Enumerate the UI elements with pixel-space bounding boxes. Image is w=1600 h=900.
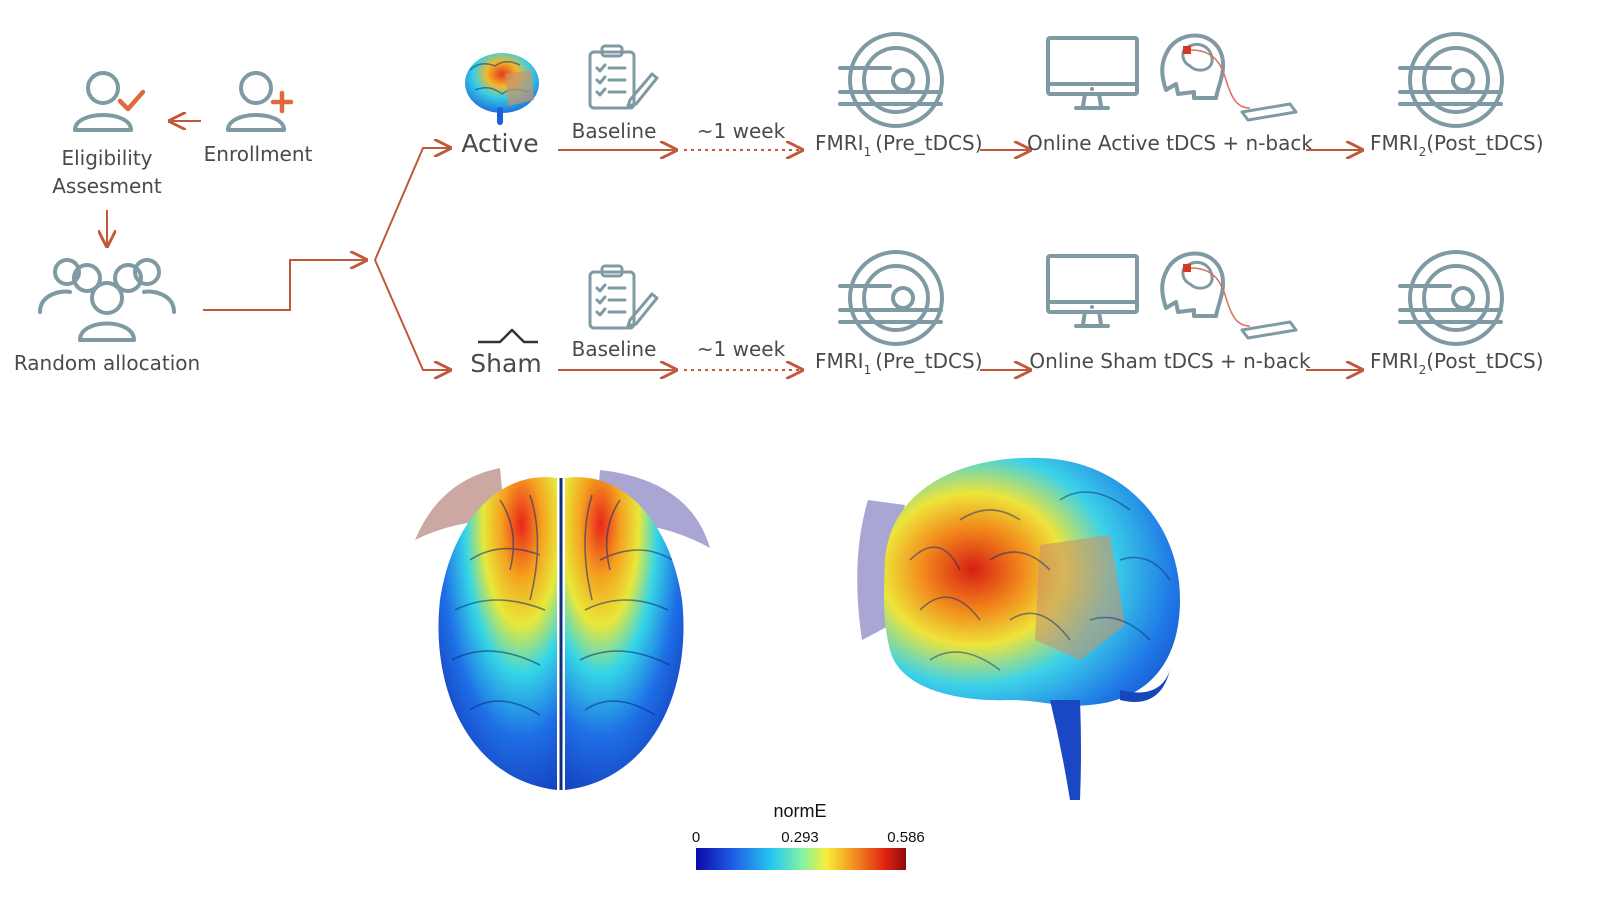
online-active-stim-label: Online Active tDCS + n-back	[1027, 131, 1313, 155]
branch-sham-arrow	[374, 259, 450, 370]
brain-side-view	[857, 457, 1180, 800]
clipboard-icon	[588, 44, 659, 110]
mri-scanner-icon	[838, 32, 944, 128]
fmri-pre-subscript: 1	[864, 363, 872, 377]
fmri-post-suffix: (Post_tDCS)	[1426, 349, 1543, 373]
sham-arm-label: Sham	[470, 349, 541, 378]
fmri-post-prefix: FMRI	[1370, 131, 1419, 155]
branch-active-arrow	[374, 148, 450, 261]
fmri-post-subscript: 2	[1419, 363, 1427, 377]
colorbar-min-label: 0	[692, 829, 700, 846]
eligibility-icon	[73, 71, 146, 132]
online-sham-stim-label: Online Sham tDCS + n-back	[1029, 349, 1311, 373]
fmri-post-prefix: FMRI	[1370, 349, 1419, 373]
fmri-pre-prefix: FMRI	[815, 349, 864, 373]
colorbar-mid-label: 0.293	[781, 829, 819, 846]
eligibility-label-line2: Assesment	[52, 174, 162, 198]
head-electrode-icon	[1160, 33, 1298, 122]
fmri-pre-subscript: 1	[864, 145, 872, 159]
colorbar-gradient	[696, 848, 906, 870]
mri-scanner-post-icon	[1398, 32, 1504, 128]
fmri-post-suffix: (Post_tDCS)	[1426, 131, 1543, 155]
fmri-pre-label: FMRI1(Pre_tDCS)	[815, 131, 983, 159]
clipboard-icon	[588, 264, 659, 330]
fmri-pre-prefix: FMRI	[815, 131, 864, 155]
fmri-pre-suffix: (Pre_tDCS)	[875, 131, 982, 155]
mri-scanner-post-icon	[1398, 250, 1504, 346]
enrollment-label: Enrollment	[204, 142, 313, 166]
fmri-post-subscript: 2	[1419, 145, 1427, 159]
head-electrode-icon	[1160, 251, 1298, 340]
random-allocation-label: Random allocation	[14, 351, 200, 375]
eligibility-label-line1: Eligibility	[61, 146, 152, 170]
sham-waveform-icon	[478, 328, 538, 344]
active-arm-label: Active	[461, 129, 538, 158]
fmri-pre-suffix: (Pre_tDCS)	[875, 349, 982, 373]
one-week-label: ~1 week	[697, 119, 786, 143]
mini-brain-icon	[465, 53, 539, 125]
baseline-label: Baseline	[572, 119, 657, 143]
enrollment-icon	[226, 71, 294, 132]
baseline-label: Baseline	[572, 337, 657, 361]
group-people-icon	[38, 258, 176, 342]
fmri-post-label: FMRI2(Post_tDCS)	[1370, 349, 1544, 377]
mri-scanner-icon	[838, 250, 944, 346]
computer-monitor-icon	[1046, 36, 1139, 110]
one-week-label: ~1 week	[697, 337, 786, 361]
colorbar-max-label: 0.586	[887, 829, 925, 846]
brain-top-view	[415, 468, 710, 790]
colorbar-title: normE	[773, 801, 826, 821]
computer-monitor-icon	[1046, 254, 1139, 328]
allocation-connector	[203, 260, 366, 311]
fmri-pre-label: FMRI1(Pre_tDCS)	[815, 349, 983, 377]
fmri-post-label: FMRI2(Post_tDCS)	[1370, 131, 1544, 159]
